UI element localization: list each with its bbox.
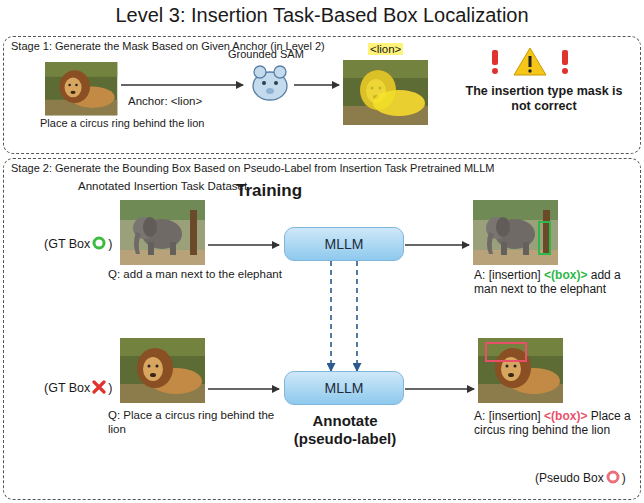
circle-icon [92,236,106,250]
lion-photo [45,62,117,115]
anchor-label: Anchor: <lion> [128,95,202,109]
lion-photo [120,338,205,403]
dashed-connector [330,261,332,371]
sam-icon [253,66,287,100]
gt-box-note-part: ) [108,381,112,395]
stage-panel: Stage 2: Generate the Bounding Box Based… [3,158,641,500]
image-caption: Place a circus ring behind the lion [40,117,255,130]
warning-note: The insertion type mask is not correct [455,84,633,114]
gt-box-note: (GT Box) [44,236,112,254]
diagram-title: Level 3: Insertion Task-Based Box Locali… [0,4,644,27]
phase-word-part: Annotate (pseudo-label) [294,412,397,447]
flow-arrow [208,244,279,245]
phase-word-part: Training [236,181,302,200]
answer-text-part: <(box)> [544,268,587,282]
flow-arrow [405,388,474,389]
circle-icon [606,470,620,484]
anchor-highlight-part: <lion> [368,43,403,55]
gt-box-note-part: (GT Box [44,237,90,251]
gt-box-note-part: ) [108,237,112,251]
circle-mark [606,470,620,487]
gt-box-note-part: (GT Box [44,381,90,395]
flow-arrow [405,244,469,245]
question-text: Q: Place a circus ring behind the lion [108,409,278,437]
dataset-label: Annotated Insertion Task Dataset [78,180,247,194]
flow-arrow [121,84,243,85]
pseudo-box-note-part: ) [622,471,626,485]
model-name-part: Grounded SAM [228,48,304,60]
elephant-photo [120,200,205,265]
pseudo-box-note-part: (Pseudo Box [535,471,604,485]
stage-panel-text: Stage 1: Generate the Mask Based on Give… [4,37,640,55]
phase-word: Training [236,181,302,201]
flow-arrow [294,84,339,85]
answer-text-part: A: [insertion] [474,268,541,282]
mask-photo [343,60,428,125]
question-text-part: Q: Place a circus ring behind the lion [108,409,274,435]
answer-text: A: [insertion] <(box)> add a man next to… [474,268,636,297]
model-box: MLLM [284,371,404,405]
answer-text: A: [insertion] <(box)> Place a circus ri… [474,409,636,438]
gt-box-note: (GT Box) [44,380,112,398]
warning-note-part: The insertion type mask is not correct [466,84,623,113]
answer-text-part: A: [insertion] [474,409,541,423]
question-text: Q: add a man next to the elephant [108,268,298,282]
circle-mark [92,236,106,254]
elephant-output [473,200,558,265]
anchor-label-part: Anchor: <lion> [128,95,202,107]
cross-icon [92,380,106,394]
answer-text-part: <(box)> [544,409,587,423]
dashed-connector [356,261,358,371]
warning-icons [492,48,568,75]
dataset-label-part: Annotated Insertion Task Dataset [78,180,247,192]
image-caption-part: Place a circus ring behind the lion [40,117,204,129]
question-text-part: Q: add a man next to the elephant [108,268,282,280]
model-name: Grounded SAM [228,48,304,61]
cross-mark [92,380,106,398]
anchor-highlight: <lion> [368,43,403,57]
flow-arrow [208,388,279,389]
model-box-text: MLLM [317,232,372,256]
phase-word: Annotate (pseudo-label) [282,412,408,448]
stage-panel-text: Stage 2: Generate the Bounding Box Based… [4,159,640,177]
model-box: MLLM [284,227,404,261]
lion-output [478,338,563,403]
model-box-text: MLLM [317,376,372,400]
pseudo-box-note: (Pseudo Box) [535,470,626,487]
